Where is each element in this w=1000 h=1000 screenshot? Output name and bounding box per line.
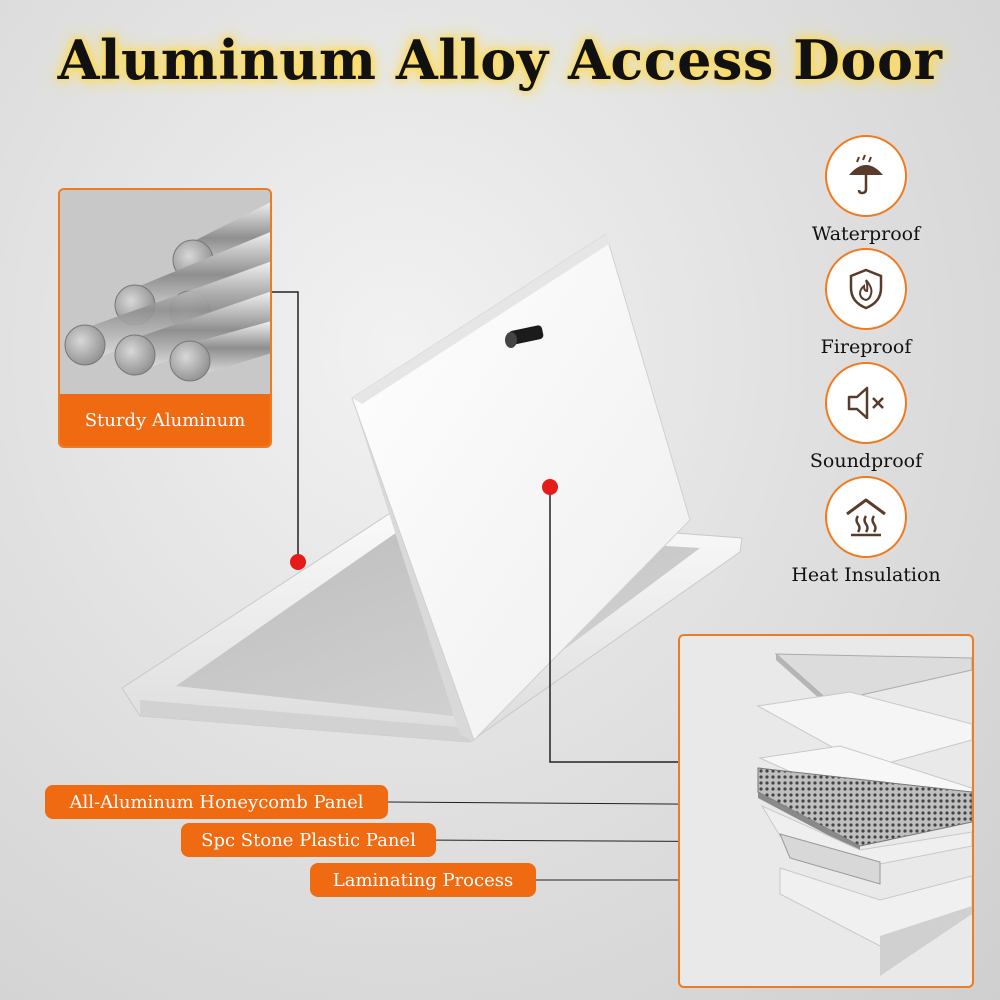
lid-marker-dot (542, 479, 558, 495)
feature-label: Soundproof (809, 450, 923, 472)
speaker-mute-icon (825, 362, 907, 444)
house-heat-icon (825, 476, 907, 558)
lock-icon (505, 325, 544, 348)
feature-fireproof: Fireproof (766, 248, 966, 358)
aluminum-rods-card: Sturdy Aluminum (58, 188, 272, 448)
feature-label: Fireproof (820, 336, 912, 358)
feature-soundproof: Soundproof (766, 362, 966, 472)
feature-waterproof: Waterproof (766, 135, 966, 245)
feature-label: Heat Insulation (791, 564, 941, 586)
page-title: Aluminum Alloy Access Door (57, 28, 943, 92)
panel-layers-image (756, 653, 972, 976)
aluminum-rods-image (60, 190, 270, 400)
laminating-process-label: Laminating Process (310, 863, 536, 897)
sturdy-aluminum-label: Sturdy Aluminum (60, 394, 270, 446)
umbrella-rain-icon (825, 135, 907, 217)
honeycomb-panel-label: All-Aluminum Honeycomb Panel (45, 785, 388, 819)
shield-flame-icon (825, 248, 907, 330)
aluminum-marker-dot (290, 554, 306, 570)
panel-layers-card (678, 634, 974, 988)
feature-label: Waterproof (811, 223, 921, 245)
spc-panel-label: Spc Stone Plastic Panel (181, 823, 436, 857)
feature-heat-insulation: Heat Insulation (756, 476, 976, 586)
